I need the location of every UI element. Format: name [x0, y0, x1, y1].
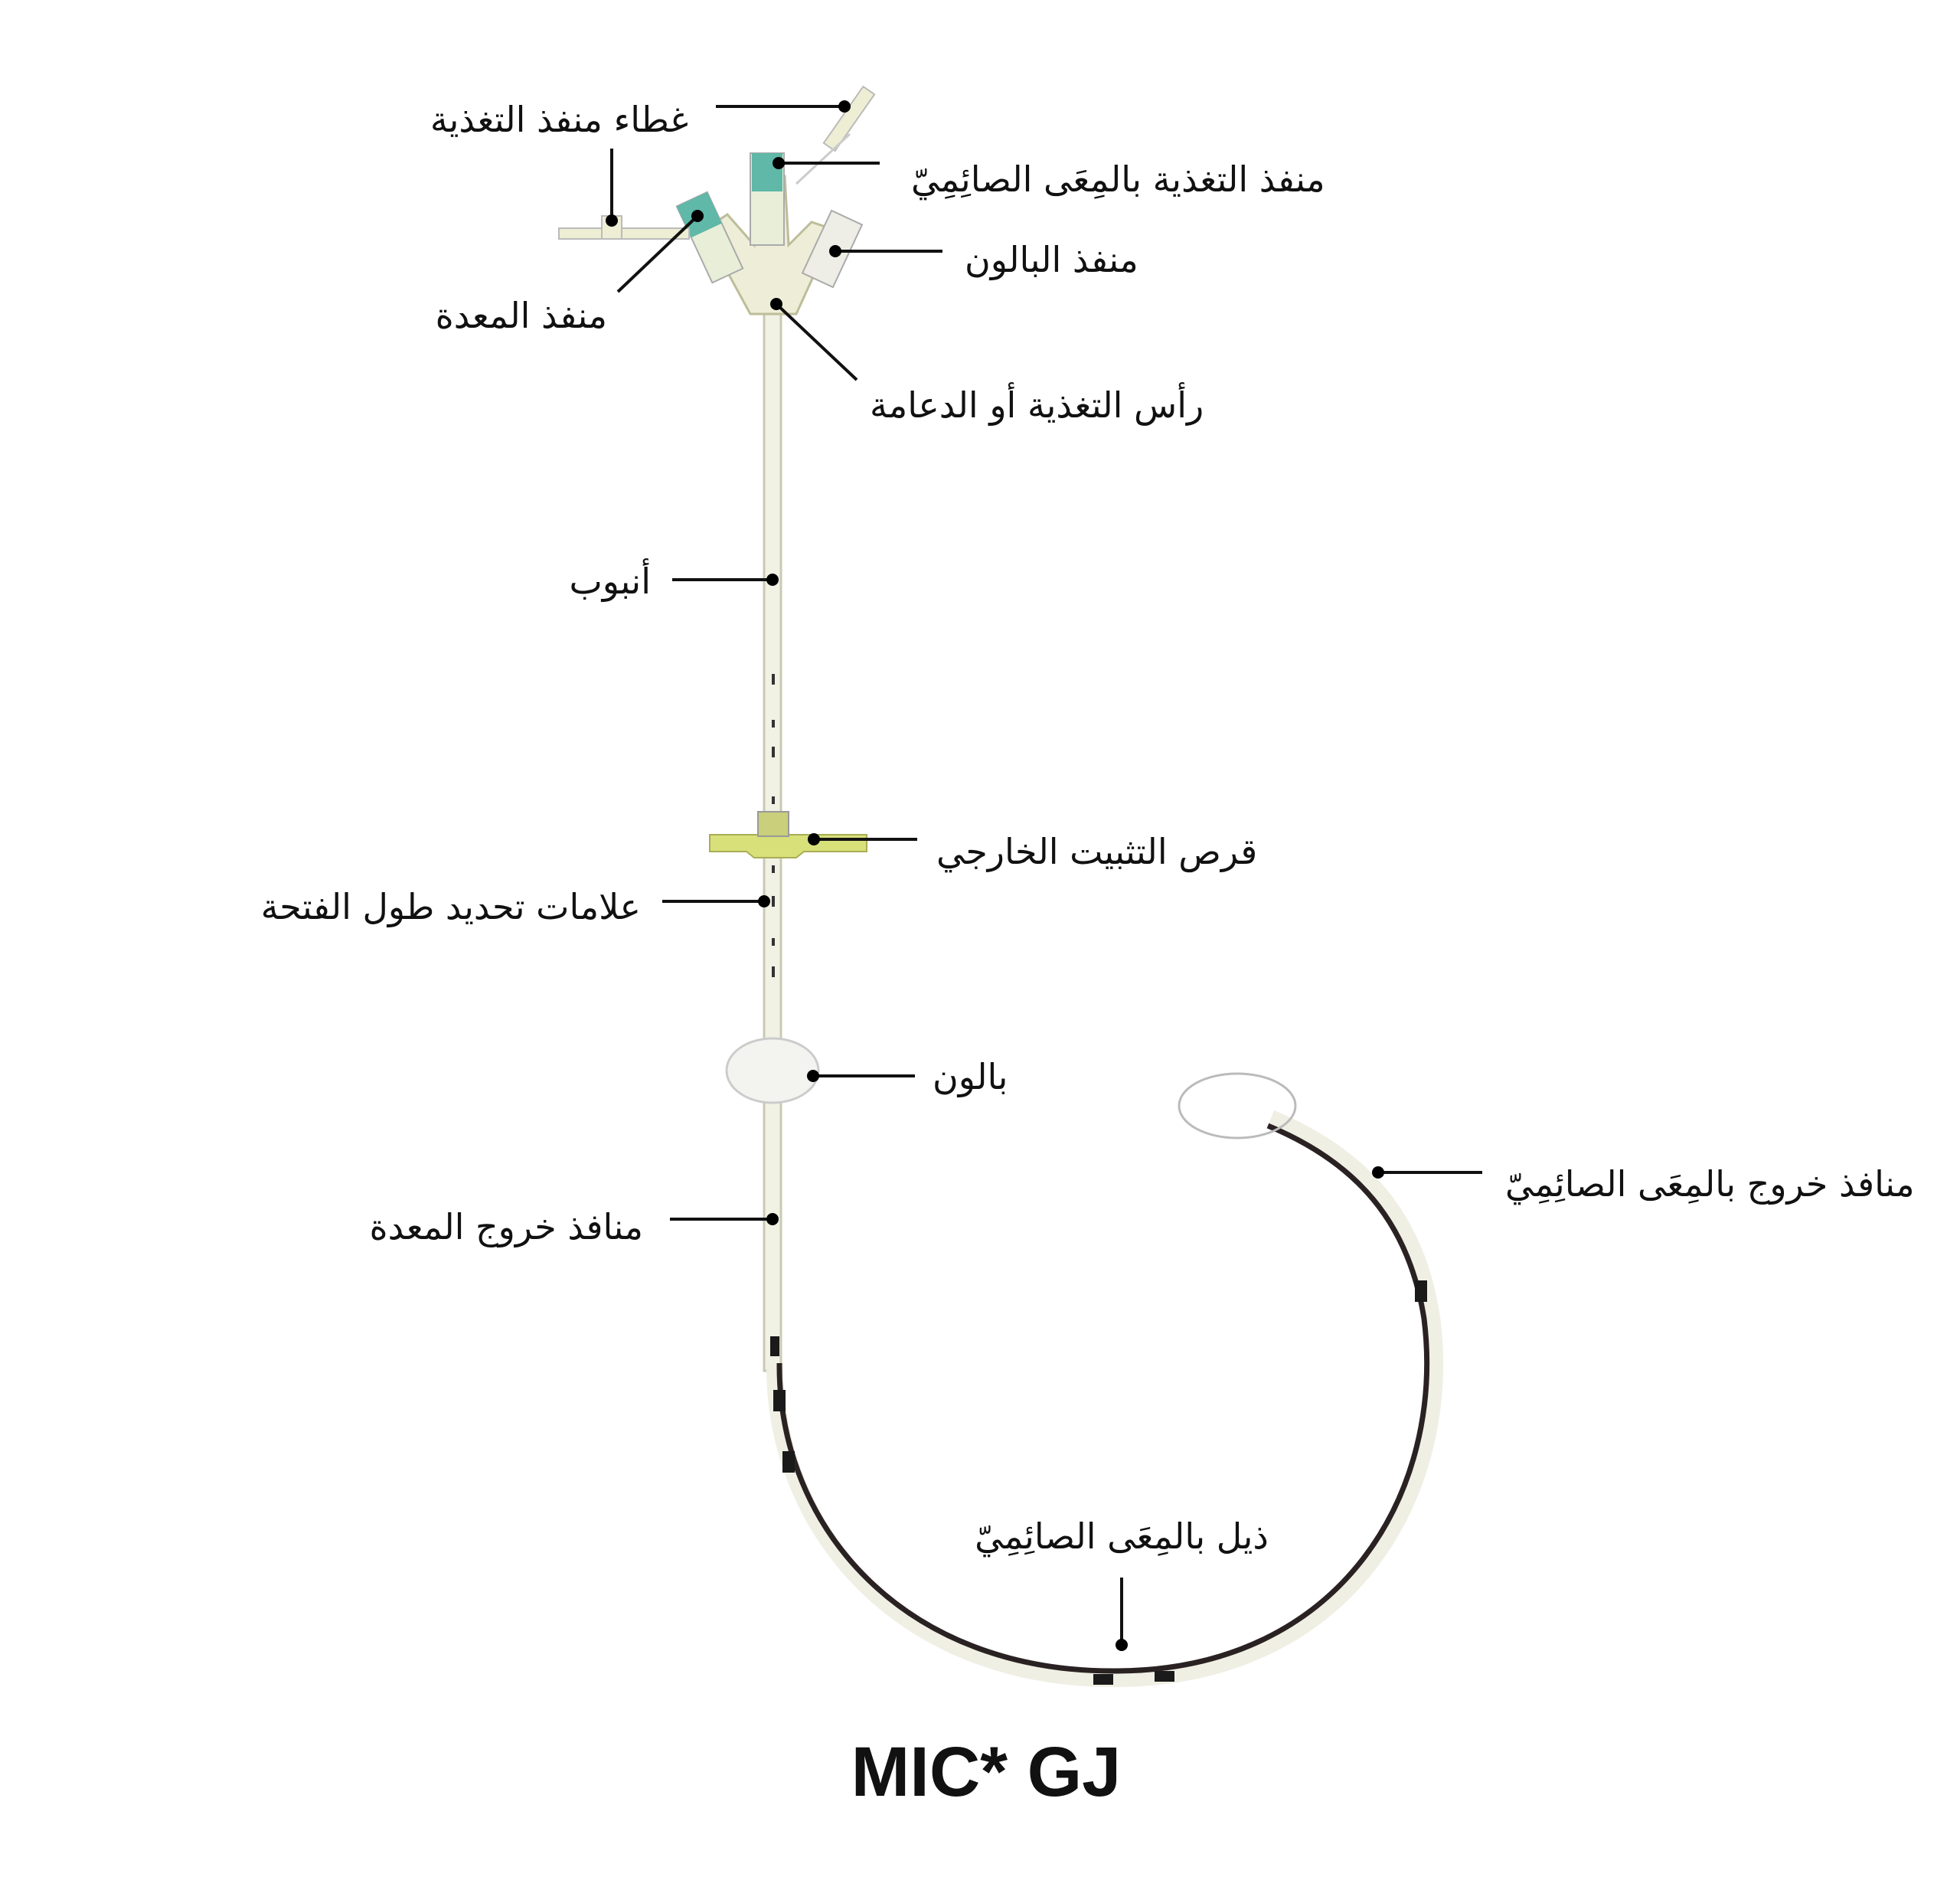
label-external-disc: قرص التثبيت الخارجي	[936, 831, 1257, 873]
feeding-port-cap-left	[558, 227, 690, 240]
feeding-port-cap-right	[822, 85, 876, 152]
stoma-length-markings	[772, 674, 775, 977]
jejunal-tail-core	[776, 1123, 1429, 1674]
label-jejunal-exit-ports: منافذ خروج بالمِعَى الصائِمِيّ	[1505, 1163, 1915, 1205]
label-balloon-port: منفذ البالون	[965, 239, 1138, 281]
label-feeding-head: رأس التغذية أو الدعامة	[870, 382, 1204, 427]
label-jejunal-tail: ذيل بالمِعَى الصائِمِيّ	[975, 1516, 1269, 1558]
cap-tether	[795, 132, 851, 185]
leader-lines	[606, 100, 1482, 1651]
label-balloon: بالون	[933, 1056, 1008, 1098]
label-gastric-port: منفذ المعدة	[436, 295, 607, 336]
label-jejunal-feeding-port: منفذ التغذية بالمِعَى الصائِمِيّ	[911, 159, 1325, 201]
label-stoma-markings: علامات تحديد طول الفتحة	[261, 886, 641, 928]
balloon-shape	[725, 1037, 820, 1104]
label-tube: أنبوب	[569, 558, 651, 603]
disc-hub	[757, 811, 789, 837]
label-gastric-exit-ports: منافذ خروج المعدة	[370, 1206, 643, 1248]
label-feeding-port-cap: غطاء منفذ التغذية	[430, 99, 688, 140]
jejunal-tail	[766, 1110, 1443, 1688]
tail-loop	[1178, 1072, 1297, 1140]
device-illustration	[558, 85, 1443, 1688]
product-title: MIC* GJ	[851, 1733, 1122, 1811]
exit-port-marks	[770, 1280, 1427, 1685]
